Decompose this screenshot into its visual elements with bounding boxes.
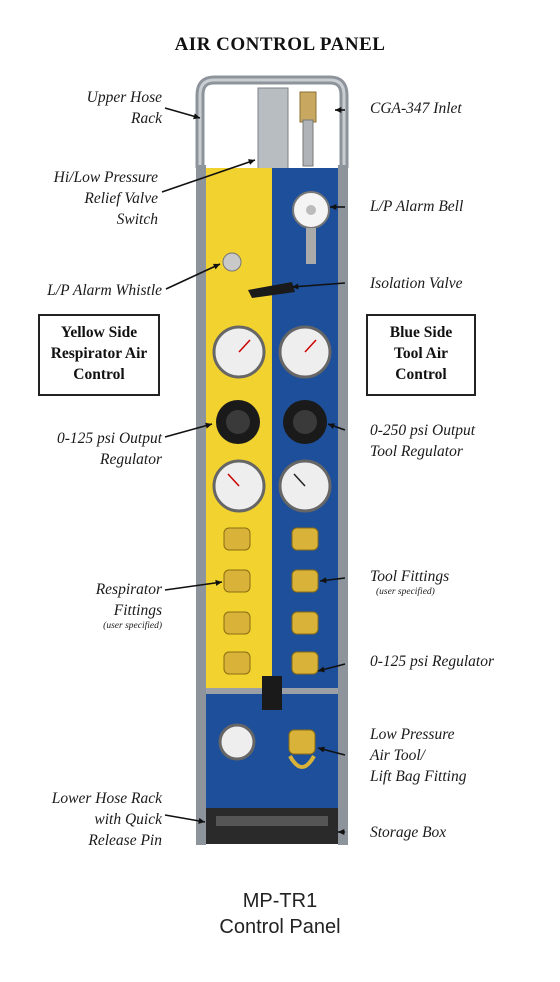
callout-arrow-head <box>335 106 342 114</box>
callout-arrow-head <box>198 817 205 824</box>
respirator-fittings <box>223 527 251 675</box>
regulator-knob-right <box>283 400 327 444</box>
alarm-whistle <box>222 252 242 272</box>
callout-arrow-head <box>215 579 222 586</box>
lift-bag-fitting <box>288 729 316 769</box>
label-lp-alarm-whistle: L/P Alarm Whistle <box>47 282 162 299</box>
callout-arrow-head <box>318 666 325 673</box>
upper-hose-rack-frame <box>195 75 349 168</box>
gauge-right-2 <box>278 459 332 513</box>
gauge-left-1 <box>212 325 266 379</box>
tool-fittings <box>291 527 319 675</box>
regulator-125-knob <box>262 676 282 710</box>
callout-arrow-head <box>318 746 325 753</box>
storage-box-handle <box>216 816 328 826</box>
diagram-title: AIR CONTROL PANEL <box>174 34 386 55</box>
inlet-bracket <box>257 87 289 171</box>
gauge-right-1 <box>278 325 332 379</box>
gauge-left-2 <box>212 459 266 513</box>
cga-inlet-fitting <box>299 91 317 123</box>
label-storage-box: Storage Box <box>370 824 447 841</box>
callout-arrow-line <box>164 581 223 591</box>
label-lp-alarm-bell: L/P Alarm Bell <box>370 198 464 215</box>
callout-arrow-line <box>161 159 256 193</box>
callout-arrow-head <box>205 422 212 429</box>
isolation-valve-handle <box>248 282 295 298</box>
tool-fittings-note: (user specified) <box>376 587 435 597</box>
label-regulator-125: 0-125 psi Regulator <box>370 653 494 670</box>
callout-arrow-line <box>164 423 213 438</box>
label-tool-fittings: Tool Fittings (user specified) <box>370 566 550 598</box>
callout-arrow-head <box>320 577 327 584</box>
inlet-pipe <box>302 119 314 167</box>
callout-arrow-line <box>165 263 221 290</box>
respirator-fittings-note: (user specified) <box>103 621 162 631</box>
callout-arrow-head <box>338 828 345 836</box>
callout-arrow-head <box>248 159 255 165</box>
right-rail <box>338 165 348 845</box>
lower-gauge <box>218 723 256 761</box>
label-isolation-valve: Isolation Valve <box>370 275 463 292</box>
callout-arrow-head <box>330 203 337 211</box>
alarm-bell-center <box>306 205 316 215</box>
callout-arrow-head <box>292 283 299 290</box>
callout-arrow-head <box>328 423 335 429</box>
callout-arrow-line <box>164 814 206 823</box>
callout-arrow-head <box>193 113 200 120</box>
callout-arrow-head <box>213 263 220 270</box>
callout-arrow-line <box>291 282 346 288</box>
regulator-knob-left <box>216 400 260 444</box>
left-rail <box>196 165 206 845</box>
callout-arrows <box>161 106 346 836</box>
label-cga-inlet: CGA-347 Inlet <box>370 100 462 117</box>
alarm-bell-stem <box>306 228 316 264</box>
